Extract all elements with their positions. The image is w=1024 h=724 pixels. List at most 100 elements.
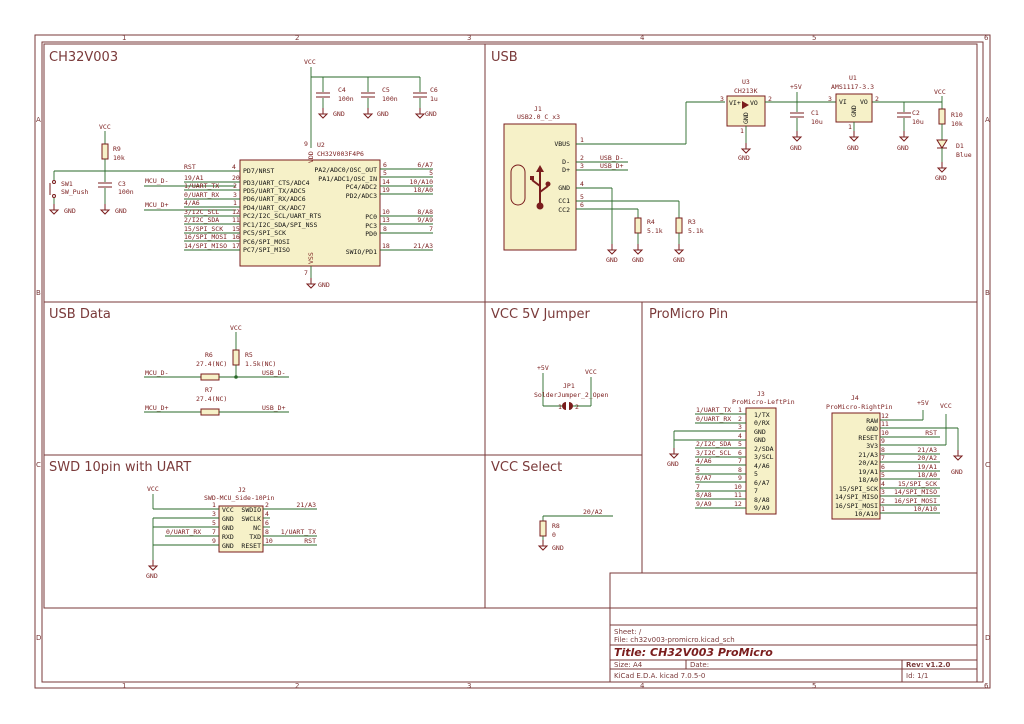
svg-text:16/SPI_MOSI: 16/SPI_MOSI [835, 502, 878, 510]
svg-text:19/A1: 19/A1 [917, 463, 937, 471]
svg-text:4: 4 [580, 180, 584, 188]
svg-text:R3: R3 [688, 218, 696, 226]
svg-text:7: 7 [881, 454, 885, 462]
svg-text:4: 4 [265, 510, 269, 518]
svg-text:PD0: PD0 [365, 230, 377, 238]
svg-text:6/A7: 6/A7 [417, 161, 433, 169]
svg-text:GND: GND [64, 207, 76, 215]
svg-text:16/SPI_MOSI: 16/SPI_MOSI [184, 233, 227, 241]
svg-text:SWD-MCU_Side-10Pin: SWD-MCU_Side-10Pin [204, 494, 275, 502]
svg-text:100n: 100n [338, 95, 354, 103]
col-label: 1 [122, 34, 126, 42]
svg-text:10: 10 [881, 429, 889, 437]
svg-text:C2: C2 [912, 109, 920, 117]
svg-text:VCC: VCC [585, 368, 597, 376]
svg-text:1: 1 [558, 403, 562, 411]
svg-text:VO: VO [860, 98, 868, 106]
svg-text:2/I2C_SDA: 2/I2C_SDA [696, 440, 731, 448]
svg-text:R4: R4 [647, 218, 655, 226]
svg-text:10u: 10u [811, 118, 823, 126]
svg-text:ProMicro-RightPin: ProMicro-RightPin [826, 403, 893, 411]
svg-text:PC4/ADC2: PC4/ADC2 [346, 183, 377, 191]
jp1-solder-jumper: JP1 SolderJumper_2_Open 1 2 [534, 382, 608, 411]
col-label: 2 [295, 682, 299, 690]
svg-text:U2: U2 [317, 141, 325, 149]
svg-text:11: 11 [734, 491, 742, 499]
svg-text:SWIO/PD1: SWIO/PD1 [346, 248, 377, 256]
panel-title-usb: USB [491, 50, 518, 65]
svg-text:SWCLK: SWCLK [241, 515, 261, 523]
title-label: Title: CH32V003 ProMicro [614, 646, 773, 659]
sheet-label: Sheet: / [614, 628, 642, 636]
c2-capacitor: C2 10u GND [897, 102, 924, 152]
svg-text:5.1k: 5.1k [647, 227, 663, 235]
svg-text:VCC: VCC [230, 324, 242, 332]
svg-text:C3: C3 [118, 180, 126, 188]
svg-text:ProMicro-LeftPin: ProMicro-LeftPin [732, 398, 795, 406]
inner-frame [41, 41, 984, 683]
svg-text:4: 4 [232, 163, 236, 171]
svg-text:18/A0: 18/A0 [413, 186, 433, 194]
svg-text:GND: GND [318, 281, 330, 289]
svg-text:2: 2 [875, 95, 879, 103]
svg-text:20/A2: 20/A2 [917, 454, 937, 462]
panel-title-swd: SWD 10pin with UART [49, 460, 191, 475]
vcc-jumper-section: +5V VCC JP1 SolderJumper_2_Open 1 2 [534, 364, 608, 411]
svg-text:3: 3 [738, 423, 742, 431]
svg-text:MCU_D-: MCU_D- [145, 369, 168, 377]
u2-ic: U2 CH32V003F4P6 VDD 9 VSS 7 GND PD7/NRST… [184, 140, 433, 289]
date-label: Date: [690, 661, 709, 669]
svg-text:PD5/UART_TX/ADC5: PD5/UART_TX/ADC5 [243, 187, 306, 195]
svg-text:1u: 1u [430, 95, 438, 103]
svg-text:20/A2: 20/A2 [858, 459, 878, 467]
svg-text:RESET: RESET [241, 542, 261, 550]
vcc-label: VCC [99, 123, 111, 131]
tool-label: KiCad E.D.A. kicad 7.0.5-0 [614, 672, 705, 680]
svg-text:9/A9: 9/A9 [754, 504, 770, 512]
sw1-push-button: SW1 SW_Push [49, 180, 88, 198]
svg-text:20: 20 [232, 174, 240, 182]
svg-text:18/A0: 18/A0 [917, 471, 937, 479]
svg-text:18/A0: 18/A0 [858, 476, 878, 484]
j3-pins: 1/UART_TX 1 1/TX 0/UART_RX 2 0/RX 3 GND … [667, 406, 774, 512]
svg-text:PA1/ADC1/OSC_IN: PA1/ADC1/OSC_IN [318, 175, 377, 183]
svg-text:100n: 100n [382, 95, 398, 103]
svg-text:+5V: +5V [537, 364, 549, 372]
svg-text:D1: D1 [956, 142, 964, 150]
svg-text:3: 3 [580, 162, 584, 170]
svg-text:VCC: VCC [934, 88, 946, 96]
j4-header [831, 412, 881, 520]
panel-title-usb-data: USB Data [49, 307, 111, 322]
r3-resistor: R3 5.1k GND [673, 201, 704, 264]
svg-text:0: 0 [552, 531, 556, 539]
svg-text:4/A6: 4/A6 [754, 462, 770, 470]
panel-title-ch32: CH32V003 [49, 50, 118, 65]
svg-text:5.1k: 5.1k [688, 227, 704, 235]
svg-text:12: 12 [232, 208, 240, 216]
svg-text:5: 5 [383, 169, 387, 177]
col-label: 1 [122, 682, 126, 690]
svg-text:GND: GND [146, 572, 158, 580]
svg-text:SW_Push: SW_Push [61, 188, 88, 196]
svg-text:VO: VO [750, 99, 758, 107]
svg-text:2: 2 [580, 154, 584, 162]
svg-text:12: 12 [881, 412, 889, 420]
svg-text:0/UART_RX: 0/UART_RX [166, 528, 201, 536]
row-label: B [985, 289, 990, 297]
col-label: 5 [812, 682, 816, 690]
svg-text:PC2/I2C_SCL/UART_RTS: PC2/I2C_SCL/UART_RTS [243, 212, 321, 220]
promicro-section: J3 ProMicro-LeftPin 1/UART_TX 1 1/TX 0/U… [667, 390, 963, 520]
col-label: 6 [984, 682, 989, 690]
svg-text:GND: GND [673, 256, 685, 264]
svg-text:GND: GND [667, 460, 679, 468]
j2-right-pins: SWDIO 2 21/A3 SWCLK 4 NC 6 TXD 8 1/UART_… [241, 501, 317, 550]
svg-text:GND: GND [222, 515, 234, 523]
svg-text:27.4(NC): 27.4(NC) [196, 395, 227, 403]
svg-text:1/TX: 1/TX [754, 411, 770, 419]
svg-text:2: 2 [575, 403, 579, 411]
svg-text:2/SDA: 2/SDA [754, 445, 774, 453]
svg-text:1: 1 [580, 136, 584, 144]
vcc-select-section: 20/A2 R8 0 GND [538, 508, 613, 552]
u2-left-pins: PD7/NRST 4 RST PD3/UART_CTS/ADC4 20 19/A… [184, 163, 321, 254]
svg-text:+5V: +5V [790, 83, 802, 91]
